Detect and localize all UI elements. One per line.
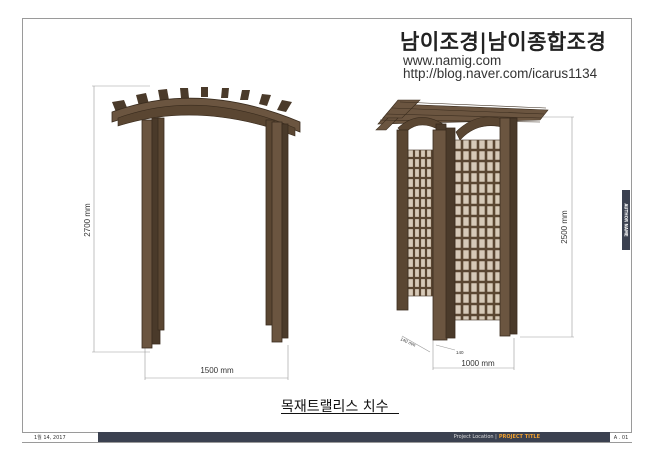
footer-date: 1월 14, 2017	[22, 432, 98, 442]
drawing-caption: 목재트랠리스 치수	[281, 399, 389, 415]
caption-underline	[281, 413, 399, 414]
post-depth-label: 140 mm	[400, 336, 417, 348]
company-title: 남이조경|남이종합조경	[400, 30, 607, 54]
left-height-dimension	[92, 85, 150, 353]
right-posts	[396, 117, 518, 341]
project-title: PROJECT TITLE	[498, 434, 540, 440]
right-height-dimension	[520, 116, 574, 338]
back-lattice-panel	[407, 149, 437, 297]
right-width-label: 1000 mm	[461, 359, 495, 368]
left-width-dimension	[144, 345, 289, 380]
project-location: Project Location |	[453, 434, 497, 440]
footer-project: Project Location | PROJECT TITLE	[98, 432, 610, 442]
post-width-label: 140	[456, 350, 464, 355]
blog-url[interactable]: http://blog.naver.com/icarus1134	[403, 66, 598, 81]
left-arch-trellis: 2700 mm 1500 mm	[83, 85, 301, 380]
right-lattice-trellis: 2500 mm 1000 mm 140 mm 140	[375, 99, 574, 370]
drawing-sheet-border	[22, 18, 632, 443]
footer-page-number: A . 01	[610, 432, 632, 442]
left-height-label: 2700 mm	[83, 203, 92, 237]
author-side-tab: AUTHOR NAME	[622, 190, 630, 250]
left-posts	[141, 117, 289, 349]
website-url[interactable]: www.namig.com	[403, 53, 502, 68]
front-lattice-panel	[454, 139, 504, 321]
author-name-label: AUTHOR NAME	[623, 203, 629, 237]
footer-bar: 1월 14, 2017 Project Location | PROJECT T…	[22, 432, 632, 442]
right-height-label: 2500 mm	[560, 210, 569, 244]
right-width-dimension	[401, 335, 515, 370]
left-width-label: 1500 mm	[200, 366, 234, 375]
